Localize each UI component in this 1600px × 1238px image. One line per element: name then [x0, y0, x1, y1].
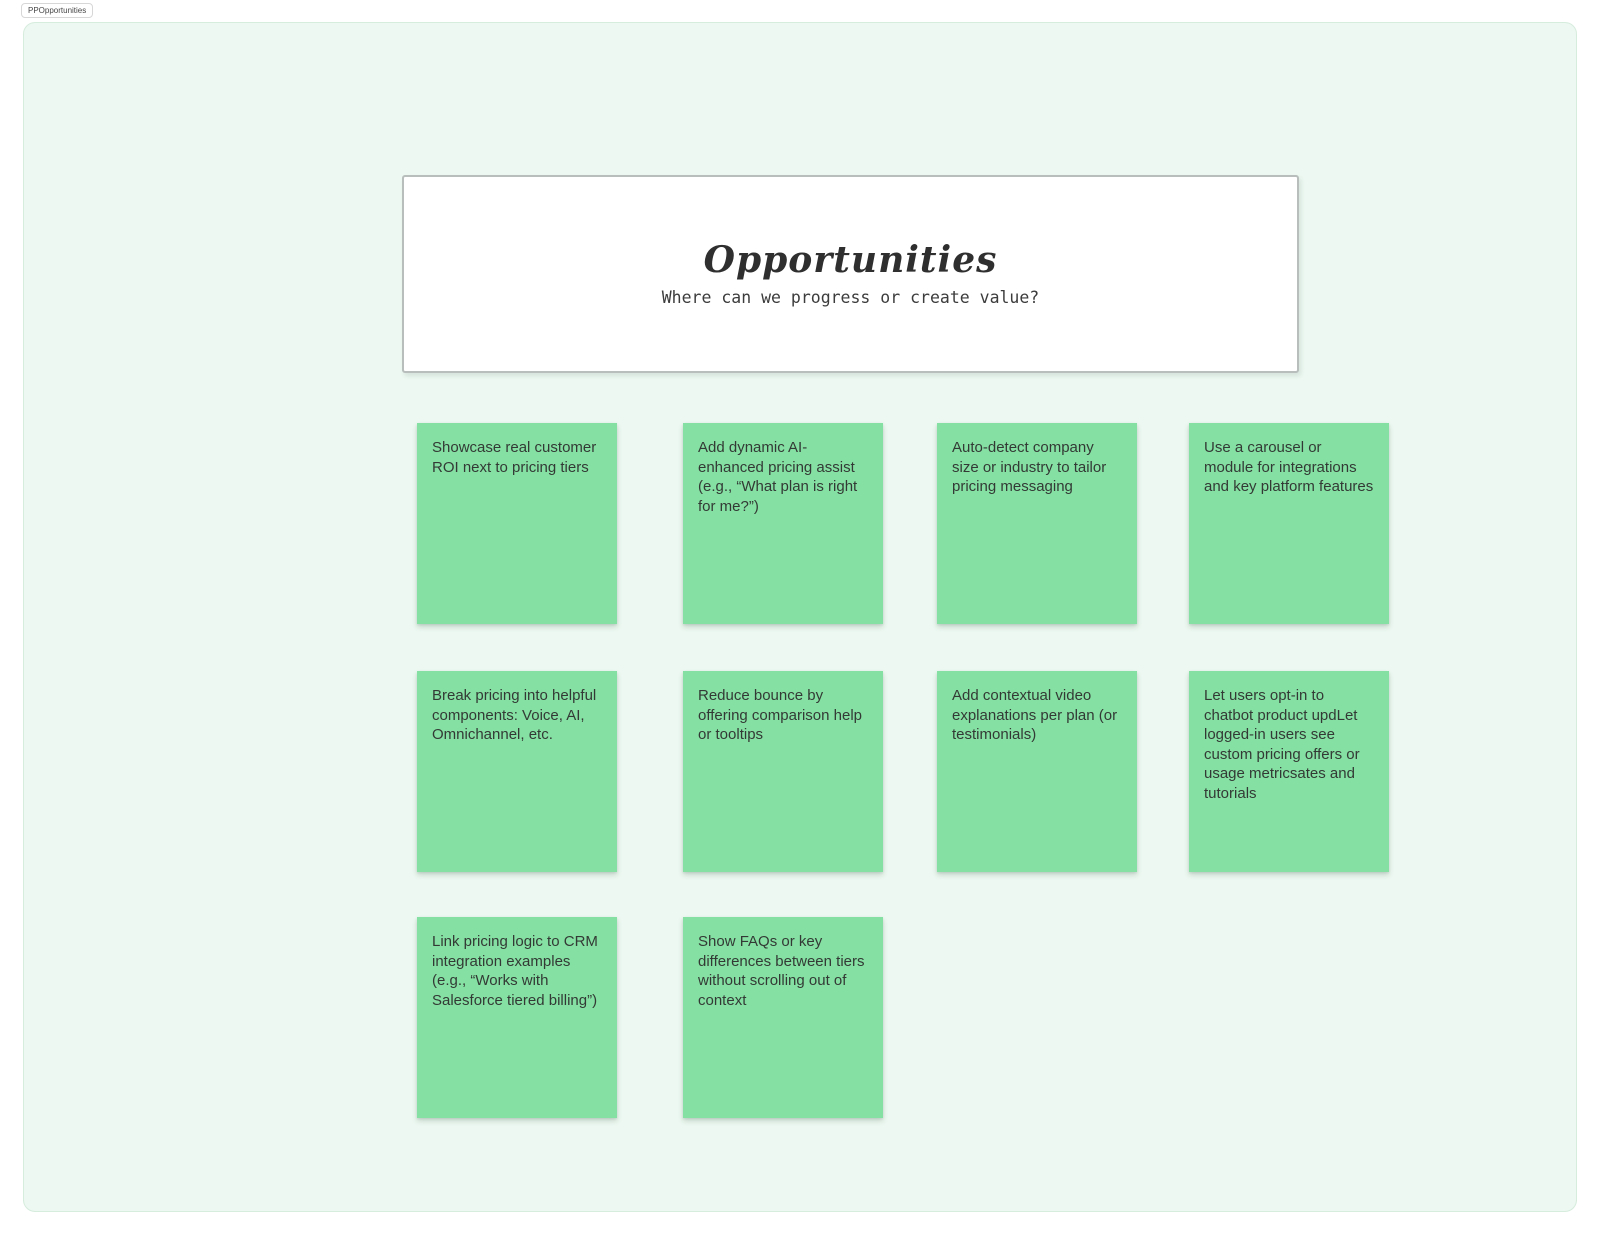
whiteboard-canvas[interactable]: Opportunities Where can we progress or c…: [23, 22, 1577, 1212]
sticky-note[interactable]: Auto-detect company size or industry to …: [937, 423, 1137, 624]
sticky-note-text: Auto-detect company size or industry to …: [952, 439, 1107, 495]
sticky-note[interactable]: Link pricing logic to CRM integration ex…: [417, 917, 617, 1118]
sticky-note-text: Add dynamic AI-enhanced pricing assist (…: [698, 439, 858, 515]
frame-title: Opportunities: [703, 238, 998, 281]
sticky-note-text: Use a carousel or module for integration…: [1204, 439, 1374, 495]
sticky-note[interactable]: Break pricing into helpful components: V…: [417, 671, 617, 872]
sticky-note[interactable]: Reduce bounce by offering comparison hel…: [683, 671, 883, 872]
sticky-note-text: Reduce bounce by offering comparison hel…: [698, 687, 862, 743]
sticky-note[interactable]: Add dynamic AI-enhanced pricing assist (…: [683, 423, 883, 624]
sticky-note[interactable]: Use a carousel or module for integration…: [1189, 423, 1389, 624]
frame-subtitle: Where can we progress or create value?: [661, 288, 1040, 308]
sticky-note-text: Break pricing into helpful components: V…: [432, 687, 597, 743]
sticky-note-text: Show FAQs or key differences between tie…: [698, 933, 865, 1009]
sticky-note[interactable]: Showcase real customer ROI next to prici…: [417, 423, 617, 624]
sticky-note-text: Link pricing logic to CRM integration ex…: [432, 933, 598, 1009]
sticky-note[interactable]: Add contextual video explanations per pl…: [937, 671, 1137, 872]
sticky-note-text: Let users opt-in to chatbot product updL…: [1204, 687, 1360, 802]
title-frame[interactable]: Opportunities Where can we progress or c…: [402, 175, 1299, 373]
sticky-note[interactable]: Show FAQs or key differences between tie…: [683, 917, 883, 1118]
sticky-note-text: Add contextual video explanations per pl…: [952, 687, 1118, 743]
sticky-note[interactable]: Let users opt-in to chatbot product updL…: [1189, 671, 1389, 872]
sticky-note-text: Showcase real customer ROI next to prici…: [432, 439, 597, 476]
file-tab[interactable]: PPOpportunities: [21, 3, 94, 18]
